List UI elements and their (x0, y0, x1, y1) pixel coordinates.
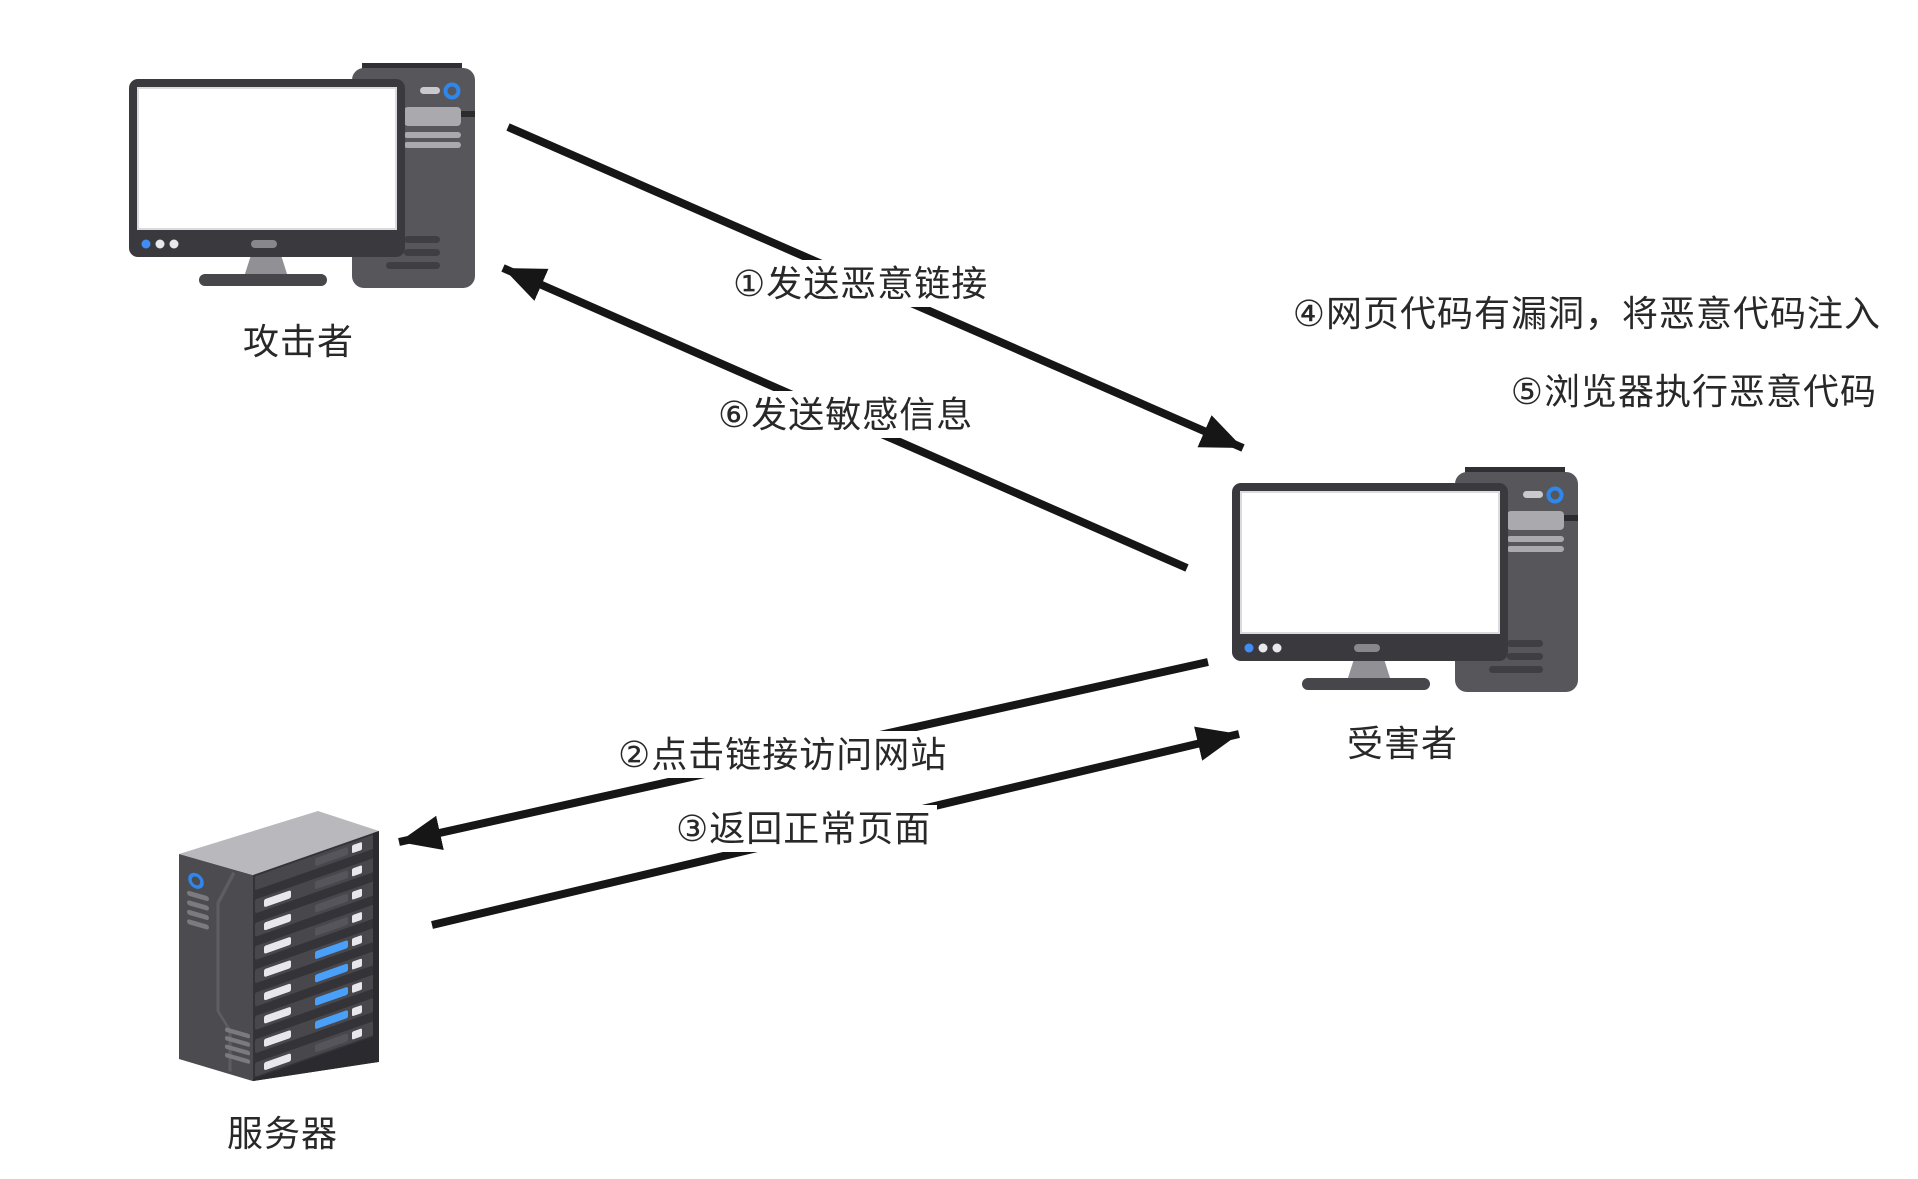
server-power-icon (188, 872, 204, 889)
server-slot-part (264, 913, 291, 931)
server-slot-part (264, 890, 291, 907)
server-slot-part (264, 1030, 291, 1047)
server-icon (179, 811, 379, 1106)
server-slot-part (352, 935, 362, 947)
server-slot-part (315, 987, 348, 1006)
victim-label: 受害者 (1347, 723, 1459, 764)
step-1-label: ①发送恶意链接 (727, 260, 995, 308)
server-slot-part (315, 1033, 348, 1053)
step-6-label: ⑥发送敏感信息 (712, 391, 980, 439)
server-slot-part (264, 1053, 291, 1070)
server-slot-part (352, 912, 362, 923)
server-slot-part (352, 888, 362, 900)
server-slot-part (315, 940, 348, 959)
victim-computer-icon (1230, 465, 1580, 694)
server-slot-part (315, 917, 348, 936)
attacker-computer-icon (127, 61, 477, 290)
server-slot-part (352, 1028, 362, 1040)
server-label: 服务器 (227, 1113, 339, 1154)
server-slot-part (315, 1010, 348, 1029)
server-slot-part (315, 870, 348, 890)
server-slot-part (352, 842, 362, 853)
server-slot-part (352, 865, 362, 877)
server-side-face (179, 854, 253, 1082)
step-5-label: ⑤浏览器执行恶意代码 (1510, 371, 1877, 412)
server-slot-part (264, 983, 291, 1001)
server-slot-part (315, 963, 348, 983)
server-front-face (253, 830, 379, 1106)
server-slot-part (352, 982, 362, 993)
step-3-label: ③返回正常页面 (670, 805, 938, 853)
server-slot-part (264, 960, 291, 977)
server-slot-part (264, 1007, 291, 1024)
attacker-label: 攻击者 (243, 321, 355, 362)
server-slot-part (264, 937, 291, 954)
server-slot-part (315, 847, 348, 866)
server-slot-part (352, 1005, 362, 1016)
server-slot-part (352, 958, 362, 970)
server-top-face (179, 811, 379, 875)
step-2-label: ②点击链接访问网站 (612, 731, 954, 779)
step-4-label: ④网页代码有漏洞，将恶意代码注入 (1292, 293, 1881, 334)
server-rack-slots (255, 834, 377, 1077)
server-slot-part (315, 893, 348, 913)
